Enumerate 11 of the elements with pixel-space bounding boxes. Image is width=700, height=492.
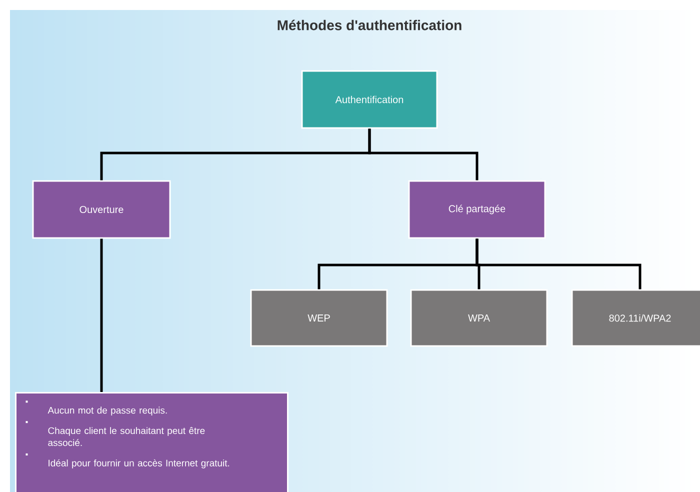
box: WPA (410, 289, 548, 347)
note-box: Aucun mot de passe requis. Chaque client le souhaitant peut être associé. Idéal pour fournir un accès Internet gratuit. (15, 392, 288, 492)
box: 802.11i/WPA2 (571, 289, 700, 347)
box: Ouverture (32, 180, 171, 239)
box: Clé partagée (408, 180, 546, 239)
connector-line (368, 128, 478, 180)
connector-line (476, 238, 642, 290)
box: WEP (250, 289, 388, 347)
box: Authentification (301, 70, 438, 129)
connector-line (100, 238, 103, 392)
title: Méthodes d'authentification (278, 20, 462, 30)
